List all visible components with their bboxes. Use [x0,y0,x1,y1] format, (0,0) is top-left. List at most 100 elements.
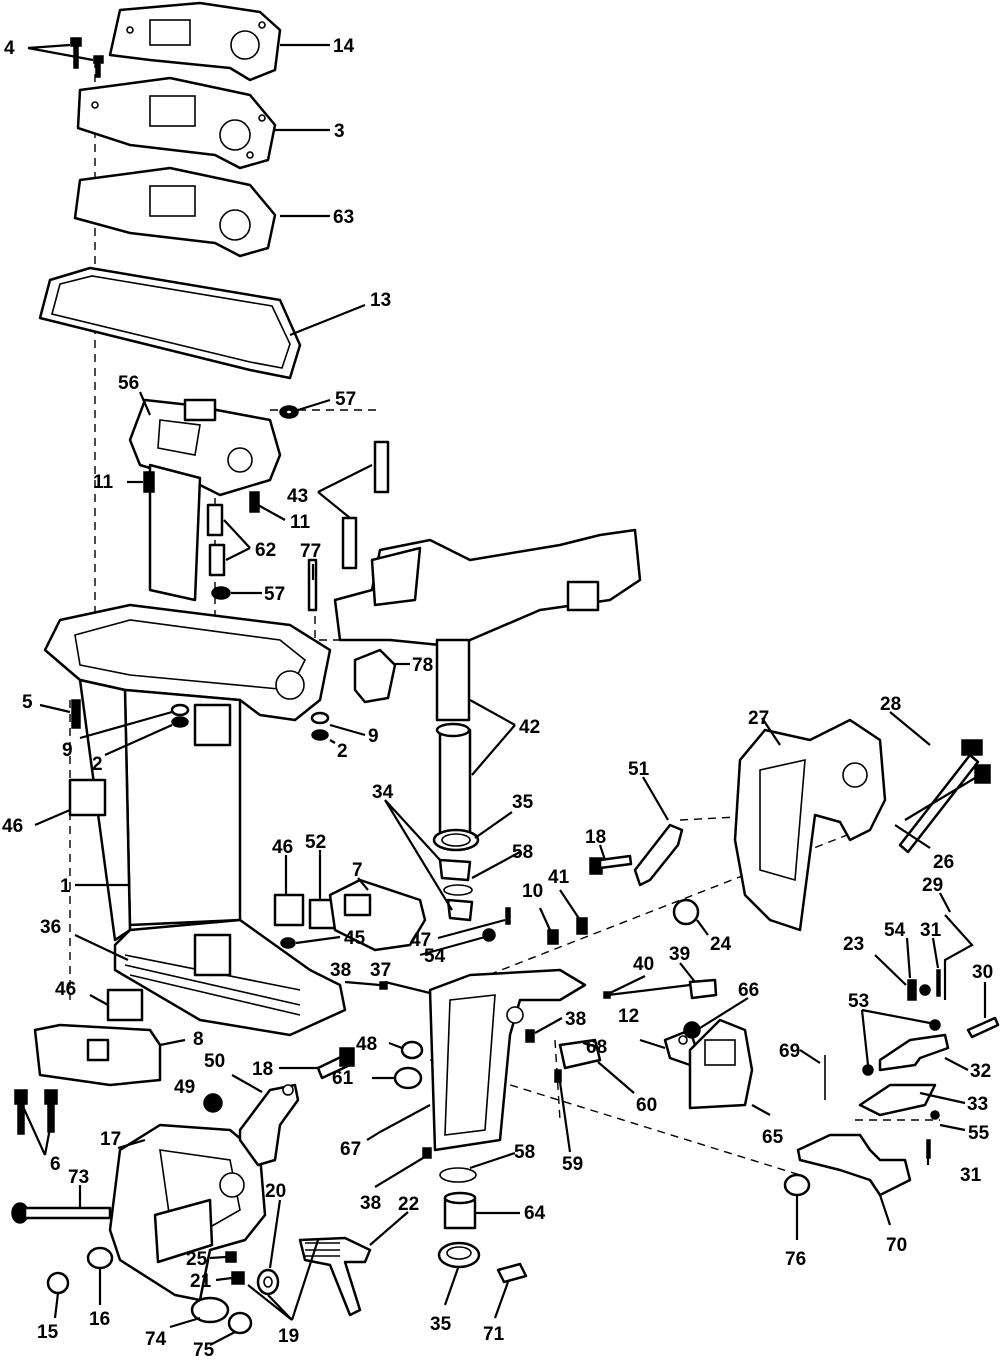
pin-47 [505,907,511,925]
pin-25 [225,1251,237,1263]
screw-10 [547,929,559,945]
nut-49 [203,1093,223,1113]
callout-46: 46 [2,816,23,837]
bushing-34 [438,858,474,922]
callout-34: 34 [372,782,394,803]
oring-58a [443,884,473,896]
callout-38: 38 [565,1009,586,1030]
callout-65: 65 [762,1127,784,1148]
lever-51 [633,823,684,887]
washer-20 [256,1268,280,1296]
callout-70: 70 [886,1235,907,1256]
callout-57: 57 [264,584,285,605]
plug-76 [783,1173,811,1197]
callout-1: 1 [60,876,71,897]
callout-55: 55 [968,1123,990,1144]
nut-54b [919,984,931,996]
callout-26: 26 [933,852,954,873]
callout-67: 67 [340,1139,361,1160]
nut-15 [46,1271,70,1295]
top-plate-14 [108,1,282,82]
callout-77: 77 [300,541,321,562]
callout-49: 49 [174,1077,195,1098]
callout-76: 76 [785,1249,806,1270]
callout-24: 24 [710,934,732,955]
callout-2: 2 [92,754,103,775]
nut-57a [279,405,299,419]
callout-38: 38 [360,1193,381,1214]
callout-21: 21 [190,1271,212,1292]
callout-25: 25 [186,1249,208,1270]
callout-47: 47 [410,930,431,951]
screw-11b [249,491,260,513]
callout-59: 59 [562,1154,583,1175]
nut-45 [280,937,296,949]
callout-7: 7 [352,860,363,881]
callout-35: 35 [430,1314,452,1335]
callout-10: 10 [522,881,543,902]
callout-33: 33 [967,1094,988,1115]
pin-31b [926,1139,931,1159]
callout-29: 29 [922,875,943,896]
rod-40 [603,983,691,999]
pin-67 [379,1104,431,1133]
nut-75 [227,1311,253,1335]
mount-7 [328,878,427,952]
callout-16: 16 [89,1309,110,1330]
screw-41 [576,917,588,935]
callout-52: 52 [305,832,326,853]
swivel-bracket-37 [428,968,587,1152]
callout-4: 4 [4,38,15,59]
rod-26 [904,764,991,821]
callout-63: 63 [333,207,354,228]
bracket-70 [796,1133,912,1197]
steering-bracket [333,528,642,647]
callouts: 4 14 3 63 13 56 57 11 43 11 62 77 57 78 … [2,36,993,1360]
clamp-bracket-17 [108,1123,267,1302]
exhaust-housing-1 [43,603,347,1037]
knob-66 [683,1021,701,1039]
callout-38: 38 [330,960,351,981]
pin-31a [936,969,941,997]
callout-27: 27 [748,708,769,729]
callout-17: 17 [100,1129,121,1150]
lever-50 [238,1083,300,1167]
plate-65 [688,1018,754,1110]
callout-11: 11 [290,512,311,533]
callout-46: 46 [272,837,293,858]
callout-69: 69 [779,1041,800,1062]
oring-58b [439,1167,477,1183]
callout-58: 58 [512,842,533,863]
link-39 [688,978,718,1000]
callout-35: 35 [512,792,534,813]
nut-53 [862,1019,941,1076]
screw-5 [71,699,81,729]
callout-57: 57 [335,389,356,410]
callout-2: 2 [337,741,348,762]
callout-28: 28 [880,694,901,715]
gasket-63 [73,166,277,258]
lock-68 [558,1038,602,1070]
adapter-56 [128,398,282,602]
callout-51: 51 [628,759,650,780]
callout-9: 9 [62,740,73,761]
callout-40: 40 [633,954,654,975]
callout-22: 22 [398,1194,419,1215]
tubes-62 [206,503,226,577]
mount-8 [33,1023,162,1087]
callout-61: 61 [332,1068,354,1089]
callout-11: 11 [93,472,114,493]
spring-23 [907,979,917,1001]
callout-75: 75 [193,1340,215,1360]
callout-74: 74 [145,1329,167,1350]
screw-18a [589,854,633,875]
callout-13: 13 [370,290,391,311]
callout-5: 5 [22,692,33,713]
washer-48 [400,1040,424,1060]
callout-20: 20 [265,1181,286,1202]
callout-66: 66 [738,980,759,1001]
callout-3: 3 [334,121,345,142]
bracket-33 [858,1083,937,1117]
callout-18: 18 [585,827,606,848]
